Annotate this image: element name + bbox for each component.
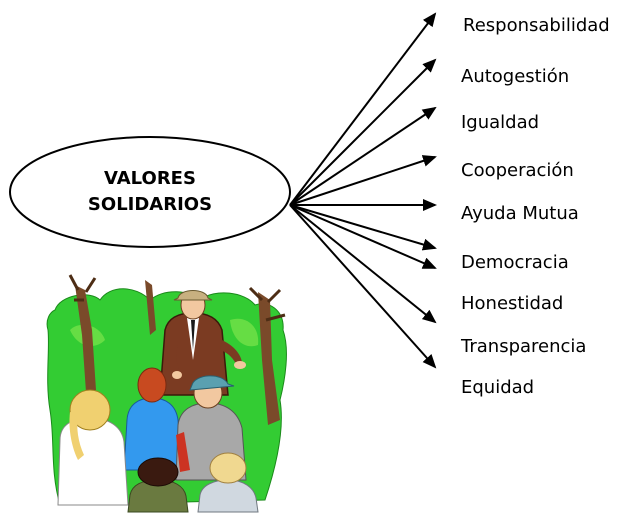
value-responsabilidad: Responsabilidad xyxy=(463,15,610,36)
arrow-igualdad xyxy=(289,106,437,206)
value-equidad: Equidad xyxy=(461,377,534,398)
arrow-honestidad xyxy=(289,204,437,324)
value-democracia: Democracia xyxy=(461,252,569,273)
listener-light-hair xyxy=(197,452,259,513)
value-igualdad: Igualdad xyxy=(461,112,539,133)
arrow-democracia-2 xyxy=(289,204,437,269)
center-ellipse xyxy=(9,136,291,248)
value-cooperacion: Cooperación xyxy=(461,160,574,181)
group-meeting-illustration xyxy=(46,274,287,513)
value-honestidad: Honestidad xyxy=(461,293,563,314)
center-title-line1: VALORES xyxy=(104,168,196,189)
speaker-figure xyxy=(159,290,246,396)
value-transparencia: Transparencia xyxy=(460,336,586,357)
arrow-autogestion xyxy=(289,58,437,206)
arrow-responsabilidad xyxy=(289,12,437,206)
value-autogestion: Autogestión xyxy=(461,66,569,87)
arrow-transparencia xyxy=(289,204,437,369)
tree-right-trunk xyxy=(258,292,280,425)
center-title-line2: SOLIDARIOS xyxy=(88,194,212,215)
arrows xyxy=(289,12,437,369)
listener-blue-shirt xyxy=(123,367,183,471)
listener-dark-hair xyxy=(127,457,189,513)
listener-blonde xyxy=(57,389,129,506)
tree-center-trunk xyxy=(145,280,156,335)
value-ayuda-mutua: Ayuda Mutua xyxy=(461,203,579,224)
arrow-cooperacion xyxy=(289,155,437,206)
tree-left-trunk xyxy=(75,285,96,392)
arrow-democracia xyxy=(289,204,437,251)
